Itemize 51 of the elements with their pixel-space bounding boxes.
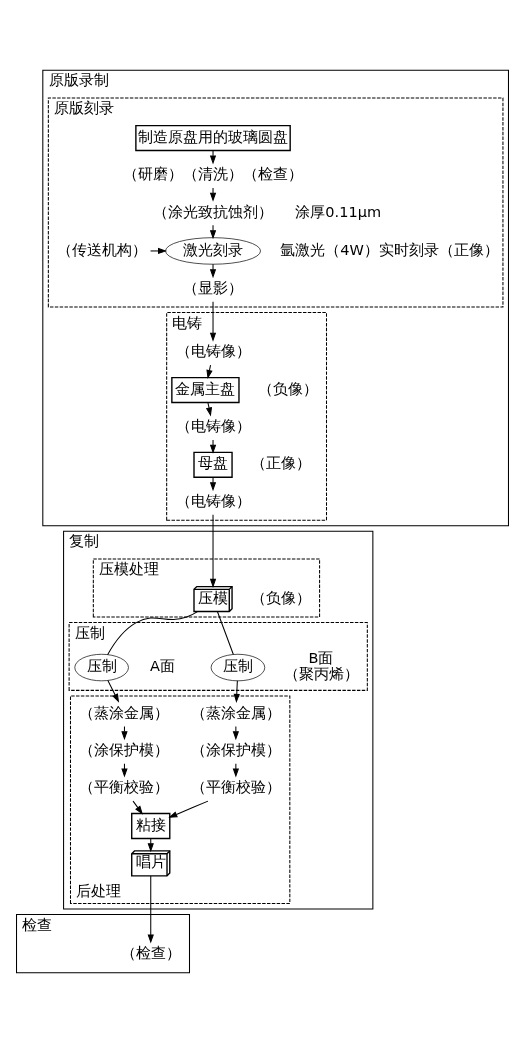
- arrow: [150, 247, 167, 254]
- arrow: [209, 476, 217, 491]
- arrow: [205, 401, 213, 416]
- arrow: [232, 762, 239, 778]
- arrow: [233, 679, 240, 703]
- node-label: 涂厚0.11μm: [295, 203, 382, 220]
- node-text: （传送机构）: [57, 241, 148, 258]
- node-text: （涂光致抗蚀剂）: [153, 203, 274, 220]
- arrow: [147, 875, 154, 944]
- node-text: （电铸像）: [175, 417, 251, 434]
- node-text: （平衡校验）: [190, 778, 281, 795]
- node-text: （电铸像）: [175, 492, 251, 509]
- arrow: [209, 300, 217, 342]
- arrow: [209, 224, 217, 239]
- node-label: （聚丙烯）: [284, 665, 360, 682]
- node-label: 氩激光（4W）实时刻录（正像）: [280, 241, 499, 258]
- arrow: [121, 725, 128, 740]
- node-ellipse: 压制: [210, 653, 266, 681]
- connector: [216, 610, 234, 655]
- arrow: [232, 725, 239, 740]
- node-text: （涂保护模）: [79, 741, 170, 758]
- node-text: （显影）: [183, 279, 244, 296]
- node-ellipse: 激光刻录: [165, 236, 261, 265]
- node-text: （蒸涂金属）: [79, 704, 170, 721]
- node-text: （研磨）（清洗）（检查）: [123, 165, 304, 182]
- node-box: 粘接: [131, 812, 171, 839]
- arrow: [209, 263, 217, 278]
- node-text: （蒸涂金属）: [190, 704, 281, 721]
- node-ellipse: 压制: [74, 653, 129, 681]
- connector: [107, 610, 199, 655]
- arrow: [209, 513, 217, 588]
- node-label: B面: [308, 649, 334, 666]
- arrow: [132, 800, 143, 815]
- node-text: （平衡校验）: [79, 778, 170, 795]
- node-label: （正像）: [251, 454, 312, 471]
- arrow: [209, 149, 217, 164]
- arrow: [107, 679, 120, 703]
- node-label: （负像）: [258, 380, 319, 397]
- node-box: 金属主盘: [171, 376, 240, 403]
- node-label: A面: [150, 657, 175, 674]
- arrow: [168, 800, 209, 818]
- arrow: [147, 837, 154, 852]
- node-box: 制造原盘用的玻璃圆盘: [135, 124, 291, 151]
- arrow: [206, 364, 213, 379]
- node-text: （涂保护模）: [190, 741, 281, 758]
- node-label: （负像）: [251, 589, 312, 606]
- node-text: （检查）: [120, 944, 181, 961]
- arrow: [209, 438, 217, 454]
- arrow: [209, 186, 217, 202]
- node-box: 母盘: [193, 451, 233, 478]
- node-text: （电铸像）: [175, 342, 251, 359]
